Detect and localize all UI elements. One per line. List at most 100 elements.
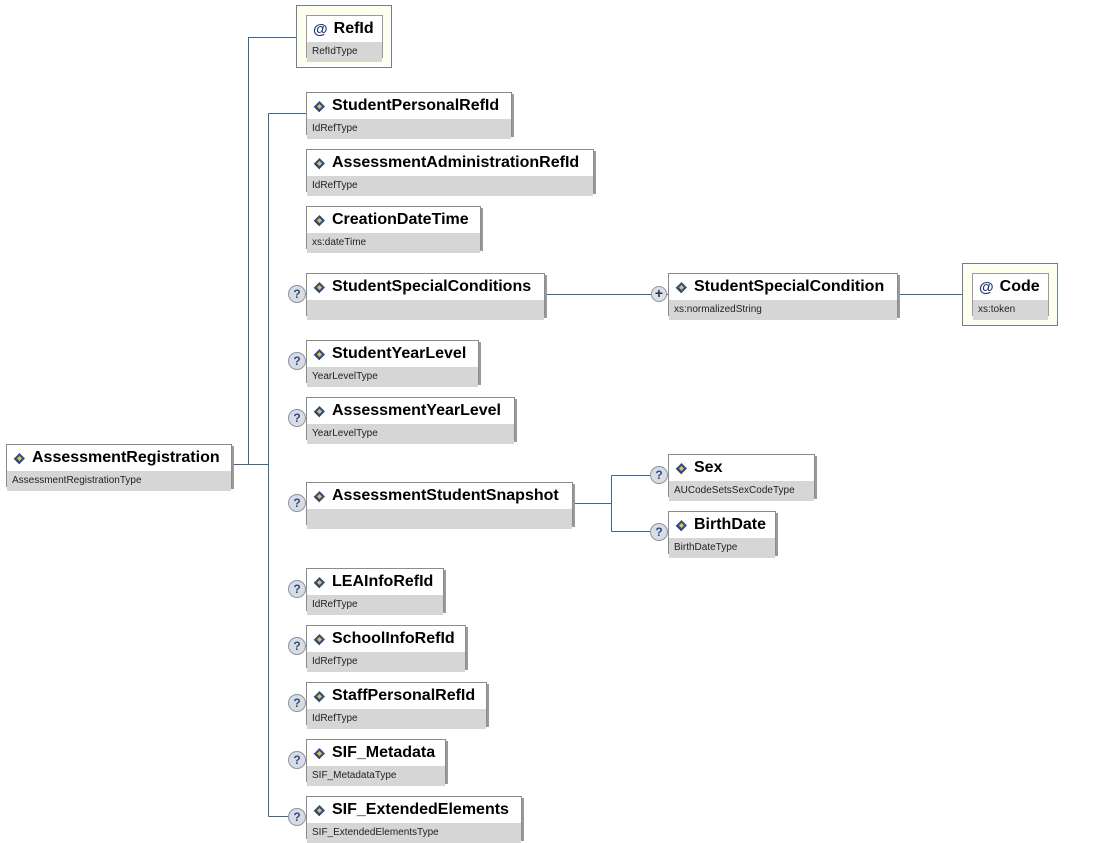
root-type-label: AssessmentRegistrationType <box>7 471 231 491</box>
attribute-name-label: Code <box>999 278 1040 295</box>
element-name-label: StaffPersonalRefId <box>332 687 476 704</box>
attribute-group-refid: @ RefId RefIdType <box>296 5 392 68</box>
element-name: StudentYearLevel <box>307 341 478 367</box>
element-type-label: YearLevelType <box>307 424 514 444</box>
element-icon <box>313 690 326 703</box>
element-name-label: StudentPersonalRefId <box>332 97 500 114</box>
element-icon <box>675 281 688 294</box>
element-creation-date-time[interactable]: CreationDateTime xs:dateTime <box>306 206 481 253</box>
optional-marker-icon: ? <box>288 751 306 769</box>
element-icon <box>313 576 326 589</box>
element-student-special-conditions[interactable]: StudentSpecialConditions <box>306 273 545 320</box>
element-student-year-level[interactable]: StudentYearLevel YearLevelType <box>306 340 479 387</box>
element-name: AssessmentStudentSnapshot <box>307 483 572 509</box>
element-name-label: StudentYearLevel <box>332 345 467 362</box>
attribute-group-code: @ Code xs:token <box>962 263 1058 326</box>
element-assessment-administration-refid[interactable]: AssessmentAdministrationRefId IdRefType <box>306 149 594 196</box>
optional-marker-icon: ? <box>650 466 668 484</box>
attribute-at-icon: @ <box>979 278 994 296</box>
attribute-name: @ Code <box>973 274 1048 300</box>
element-icon <box>675 462 688 475</box>
element-name: BirthDate <box>669 512 775 538</box>
element-name-label: SIF_Metadata <box>332 744 436 761</box>
optional-marker-icon: ? <box>288 808 306 826</box>
attribute-code[interactable]: @ Code xs:token <box>972 273 1049 320</box>
optional-marker-icon: ? <box>288 409 306 427</box>
element-name: StaffPersonalRefId <box>307 683 486 709</box>
element-name: SchoolInfoRefId <box>307 626 465 652</box>
element-type-label: YearLevelType <box>307 367 478 387</box>
element-type-label: SIF_MetadataType <box>307 766 445 786</box>
optional-marker-icon: ? <box>288 285 306 303</box>
element-icon <box>313 490 326 503</box>
attribute-name-label: RefId <box>333 20 374 37</box>
element-name: CreationDateTime <box>307 207 480 233</box>
optional-marker-icon: ? <box>288 637 306 655</box>
element-type-label: xs:dateTime <box>307 233 480 253</box>
element-name-label: CreationDateTime <box>332 211 469 228</box>
element-type-label: BirthDateType <box>669 538 775 558</box>
element-student-personal-refid[interactable]: StudentPersonalRefId IdRefType <box>306 92 512 139</box>
element-assessment-year-level[interactable]: AssessmentYearLevel YearLevelType <box>306 397 515 444</box>
element-icon <box>313 405 326 418</box>
optional-marker-icon: ? <box>288 694 306 712</box>
element-sif-extended-elements[interactable]: SIF_ExtendedElements SIF_ExtendedElement… <box>306 796 522 843</box>
element-staff-personal-refid[interactable]: StaffPersonalRefId IdRefType <box>306 682 487 729</box>
element-type-label: IdRefType <box>307 176 593 196</box>
element-type-label: SIF_ExtendedElementsType <box>307 823 521 843</box>
element-name-label: BirthDate <box>694 516 767 533</box>
root-name-label: AssessmentRegistration <box>32 449 220 466</box>
element-icon <box>13 452 26 465</box>
element-assessment-student-snapshot[interactable]: AssessmentStudentSnapshot <box>306 482 573 529</box>
element-icon <box>313 281 326 294</box>
attribute-refid[interactable]: @ RefId RefIdType <box>306 15 383 62</box>
element-type-label: IdRefType <box>307 709 486 729</box>
element-name-label: AssessmentAdministrationRefId <box>332 154 580 171</box>
element-lea-info-refid[interactable]: LEAInfoRefId IdRefType <box>306 568 444 615</box>
element-name-label: AssessmentYearLevel <box>332 402 501 419</box>
element-name: StudentSpecialConditions <box>307 274 544 300</box>
element-sif-metadata[interactable]: SIF_Metadata SIF_MetadataType <box>306 739 446 786</box>
element-name: AssessmentAdministrationRefId <box>307 150 593 176</box>
element-icon <box>313 157 326 170</box>
element-icon <box>313 214 326 227</box>
element-name: AssessmentYearLevel <box>307 398 514 424</box>
element-name: Sex <box>669 455 814 481</box>
element-student-special-condition[interactable]: StudentSpecialCondition xs:normalizedStr… <box>668 273 898 320</box>
element-name: SIF_Metadata <box>307 740 445 766</box>
element-name-label: StudentSpecialCondition <box>694 278 885 295</box>
repeat-marker-icon: + <box>651 286 667 302</box>
element-type-label: AUCodeSetsSexCodeType <box>669 481 814 501</box>
element-icon <box>313 100 326 113</box>
element-name: LEAInfoRefId <box>307 569 443 595</box>
element-type-label: IdRefType <box>307 119 511 139</box>
attribute-name: @ RefId <box>307 16 382 42</box>
element-type-label <box>307 509 572 529</box>
element-icon <box>313 633 326 646</box>
element-type-label: xs:normalizedString <box>669 300 897 320</box>
root-element-assessment-registration[interactable]: AssessmentRegistration AssessmentRegistr… <box>6 444 232 491</box>
element-name-label: StudentSpecialConditions <box>332 278 532 295</box>
element-name-label: SIF_ExtendedElements <box>332 801 509 818</box>
element-name: StudentSpecialCondition <box>669 274 897 300</box>
element-sex[interactable]: Sex AUCodeSetsSexCodeType <box>668 454 815 501</box>
element-name-label: LEAInfoRefId <box>332 573 434 590</box>
element-name-label: SchoolInfoRefId <box>332 630 455 647</box>
element-icon <box>675 519 688 532</box>
optional-marker-icon: ? <box>288 494 306 512</box>
attribute-type-label: RefIdType <box>307 42 382 62</box>
element-type-label: IdRefType <box>307 652 465 672</box>
attribute-type-label: xs:token <box>973 300 1048 320</box>
element-icon <box>313 348 326 361</box>
optional-marker-icon: ? <box>650 523 668 541</box>
element-icon <box>313 747 326 760</box>
element-name-label: Sex <box>694 459 723 476</box>
element-school-info-refid[interactable]: SchoolInfoRefId IdRefType <box>306 625 466 672</box>
element-name: SIF_ExtendedElements <box>307 797 521 823</box>
attribute-at-icon: @ <box>313 20 328 38</box>
element-name-label: AssessmentStudentSnapshot <box>332 487 559 504</box>
element-name: StudentPersonalRefId <box>307 93 511 119</box>
optional-marker-icon: ? <box>288 580 306 598</box>
element-birth-date[interactable]: BirthDate BirthDateType <box>668 511 776 558</box>
